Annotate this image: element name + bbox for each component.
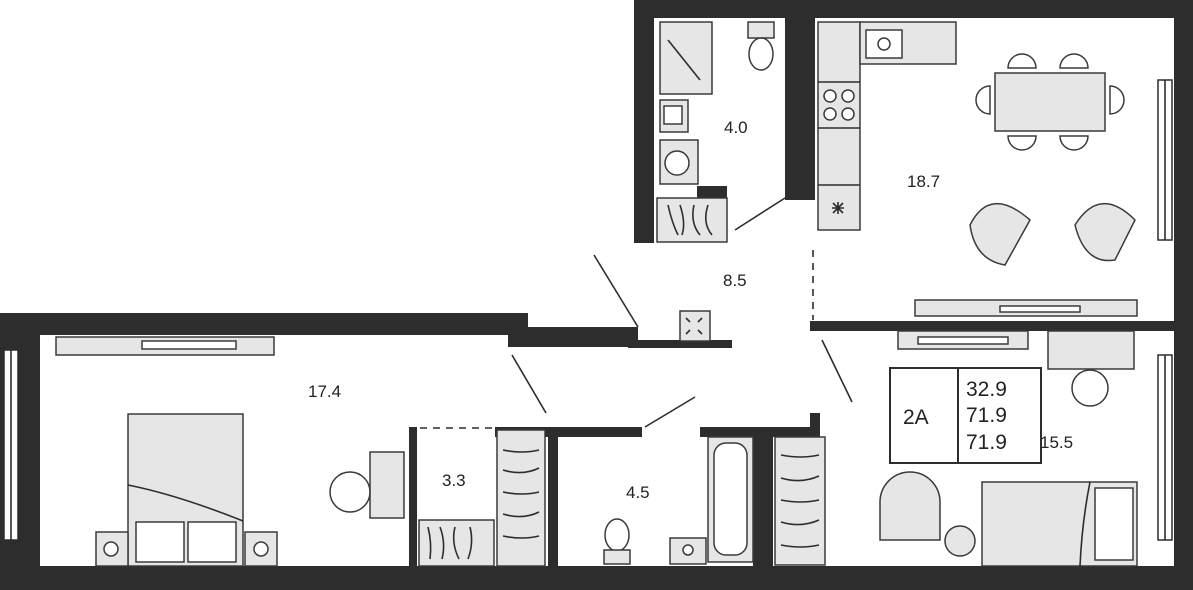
windows <box>3 79 1173 541</box>
apartment-area-1: 32.9 <box>966 378 1007 401</box>
room-labels: 4.0 18.7 8.5 17.4 3.3 4.5 15.5 <box>308 118 1073 502</box>
bathroom-top-fixtures <box>656 21 775 243</box>
hallway-fixtures <box>679 310 711 342</box>
doors <box>420 197 853 429</box>
room-area-wardrobe: 3.3 <box>442 471 466 490</box>
apartment-type-label: 2A <box>903 406 929 429</box>
bathroom-bottom-fixtures <box>603 436 826 566</box>
kitchen-fixtures <box>817 21 1138 317</box>
room-area-bathroom-top: 4.0 <box>724 118 748 137</box>
apartment-area-3: 71.9 <box>966 431 1007 454</box>
room-area-hallway: 8.5 <box>723 271 747 290</box>
bedroom-right-fixtures <box>879 330 1138 567</box>
room-area-bedroom-left: 17.4 <box>308 382 341 401</box>
apartment-tag: 2A 32.9 71.9 71.9 <box>889 367 1042 464</box>
room-area-bathroom-bottom: 4.5 <box>626 483 650 502</box>
bedroom-left-fixtures <box>55 336 405 567</box>
apartment-area-2: 71.9 <box>966 404 1007 427</box>
room-area-living-kitchen: 18.7 <box>907 172 940 191</box>
wardrobe-fixtures <box>418 429 546 567</box>
room-area-bedroom-right: 15.5 <box>1040 433 1073 452</box>
